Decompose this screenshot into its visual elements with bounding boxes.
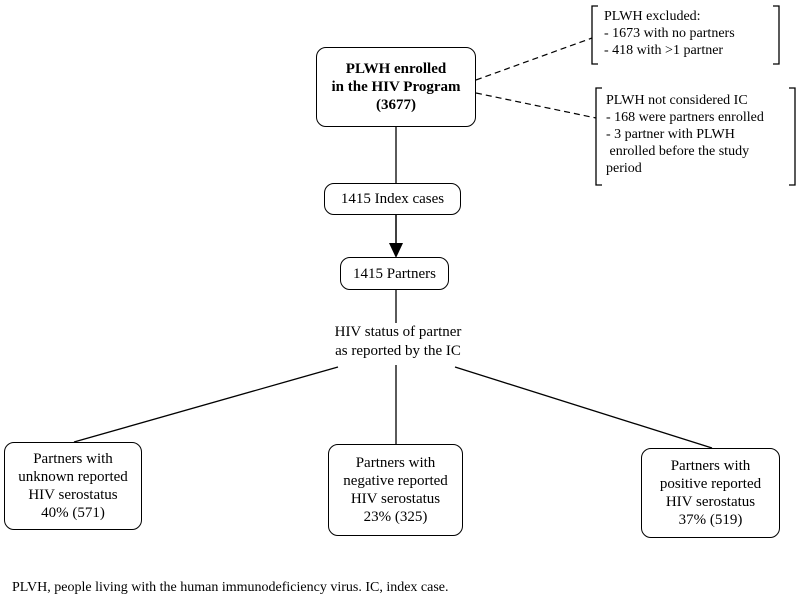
negative-line1: Partners with bbox=[355, 455, 436, 471]
positive-box: Partners with positive reported HIV sero… bbox=[641, 448, 780, 538]
excluded-line2: - 1673 with no partners bbox=[604, 26, 735, 41]
partners-box: 1415 Partners bbox=[340, 257, 449, 290]
bracket-not-ic-left bbox=[595, 87, 602, 186]
positive-line4: 37% (519) bbox=[678, 512, 743, 528]
dashed-connector-excluded bbox=[475, 37, 593, 81]
enrolled-line3: (3677) bbox=[376, 97, 416, 113]
hiv-status-line2: as reported by the IC bbox=[335, 343, 461, 359]
arrowhead bbox=[389, 243, 403, 258]
positive-line2: positive reported bbox=[659, 476, 762, 492]
enrolled-box: PLWH enrolled in the HIV Program (3677) bbox=[316, 47, 476, 127]
excluded-line1: PLWH excluded: bbox=[604, 9, 701, 24]
positive-line1: Partners with bbox=[670, 458, 751, 474]
bracket-not-ic-right bbox=[789, 87, 796, 186]
not-ic-line5: period bbox=[606, 161, 642, 176]
branch-unknown bbox=[73, 366, 339, 443]
not-ic-note: PLWH not considered IC - 168 were partne… bbox=[606, 92, 764, 177]
not-ic-line4: enrolled before the study bbox=[606, 144, 750, 159]
enrolled-line1: PLWH enrolled bbox=[345, 61, 447, 77]
unknown-line4: 40% (571) bbox=[41, 505, 105, 521]
index-cases-box: 1415 Index cases bbox=[324, 183, 461, 215]
negative-line2: negative reported bbox=[343, 473, 448, 489]
unknown-line2: unknown reported bbox=[18, 469, 128, 485]
negative-line4: 23% (325) bbox=[363, 509, 428, 525]
unknown-box: Partners with unknown reported HIV seros… bbox=[4, 442, 142, 530]
hiv-status-line1: HIV status of partner bbox=[334, 324, 462, 340]
hiv-status-label: HIV status of partner as reported by the… bbox=[318, 323, 478, 361]
negative-line3: HIV serostatus bbox=[350, 491, 441, 507]
partners-label: 1415 Partners bbox=[353, 265, 436, 282]
bracket-excluded-left bbox=[591, 5, 598, 65]
not-ic-line3: - 3 partner with PLWH bbox=[606, 127, 735, 142]
not-ic-line2: - 168 were partners enrolled bbox=[606, 110, 764, 125]
branch-positive bbox=[454, 366, 713, 449]
positive-line3: HIV serostatus bbox=[665, 494, 756, 510]
unknown-line1: Partners with bbox=[33, 451, 113, 467]
excluded-note: PLWH excluded: - 1673 with no partners -… bbox=[604, 8, 735, 59]
unknown-line3: HIV serostatus bbox=[28, 487, 118, 503]
footnote: PLVH, people living with the human immun… bbox=[12, 580, 449, 595]
enrolled-line2: in the HIV Program bbox=[331, 79, 461, 95]
index-cases-label: 1415 Index cases bbox=[340, 191, 445, 207]
negative-box: Partners with negative reported HIV sero… bbox=[328, 444, 463, 536]
not-ic-line1: PLWH not considered IC bbox=[606, 93, 748, 108]
excluded-line3: - 418 with >1 partner bbox=[604, 43, 724, 58]
bracket-excluded-right bbox=[773, 5, 780, 65]
dashed-connector-not-ic bbox=[475, 92, 597, 119]
